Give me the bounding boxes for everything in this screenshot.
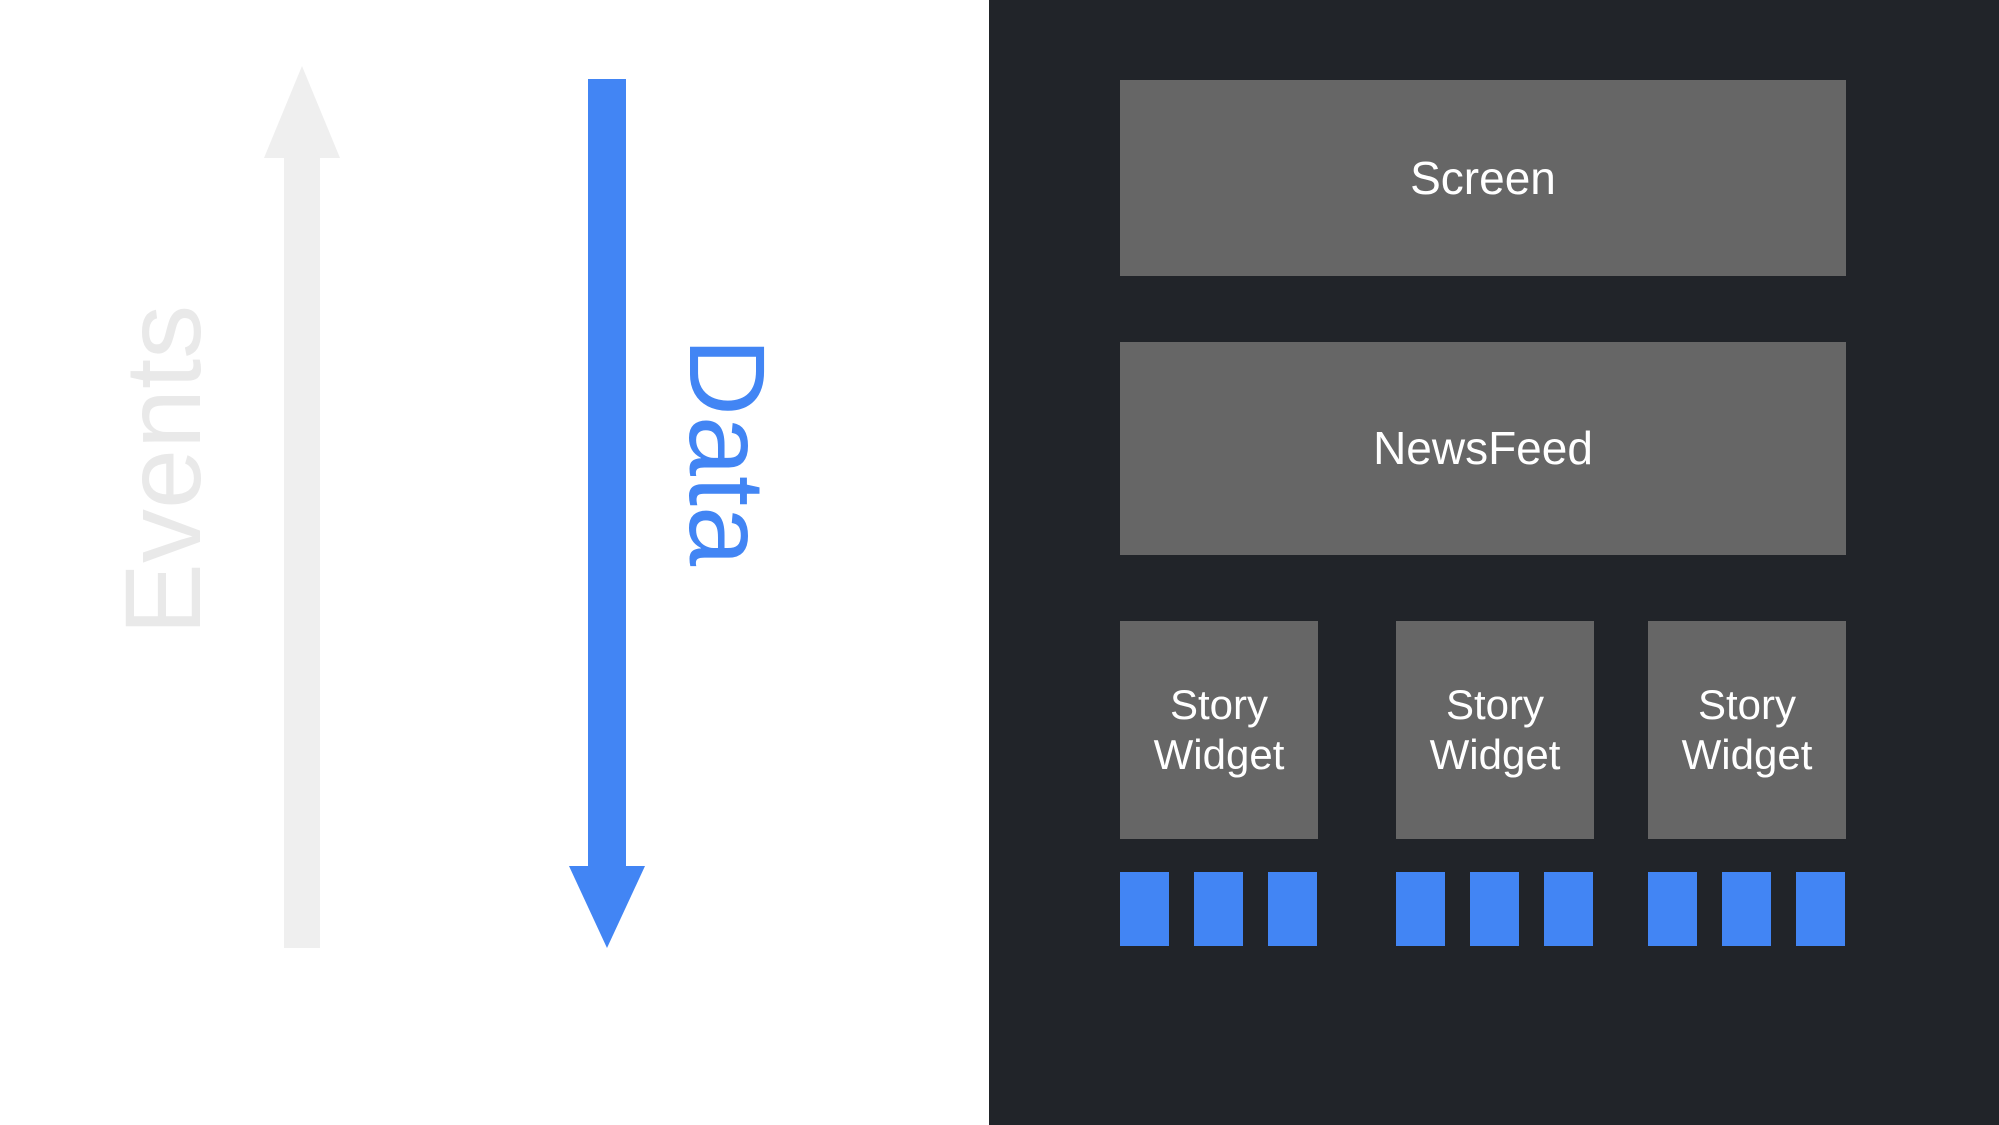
story-widget-group: Story Widget	[1648, 621, 1846, 946]
flow-arrows	[264, 66, 645, 948]
story-widget-label-line2: Widget	[1429, 731, 1561, 778]
story-widget-bars	[1120, 872, 1318, 946]
component-tree-panel: Screen NewsFeed Story Widget	[989, 0, 1999, 1125]
data-arrow-label: Data	[667, 337, 788, 567]
story-bar[interactable]	[1268, 872, 1317, 946]
events-arrow-label: Events	[102, 304, 223, 636]
story-bar[interactable]	[1194, 872, 1243, 946]
story-widget-node[interactable]: Story Widget	[1396, 621, 1594, 839]
story-widget-group: Story Widget	[1396, 621, 1594, 946]
story-bar[interactable]	[1120, 872, 1169, 946]
story-widget-node[interactable]: Story Widget	[1648, 621, 1846, 839]
newsfeed-node-label: NewsFeed	[1373, 422, 1593, 475]
story-widget-group: Story Widget	[1120, 621, 1318, 946]
story-bar[interactable]	[1470, 872, 1519, 946]
screen-node-label: Screen	[1410, 151, 1556, 204]
story-widget-label-line1: Story	[1697, 681, 1797, 729]
newsfeed-node[interactable]: NewsFeed	[1120, 342, 1846, 555]
story-bar[interactable]	[1648, 872, 1697, 946]
story-widget-node[interactable]: Story Widget	[1120, 621, 1318, 839]
story-widget-bars	[1396, 872, 1594, 946]
story-widget-label-line1: Story	[1169, 681, 1269, 729]
events-arrow-icon	[264, 66, 340, 948]
flow-direction-pane: Events Data	[0, 0, 989, 1125]
story-widget-bars	[1648, 872, 1846, 946]
screen-node[interactable]: Screen	[1120, 80, 1846, 276]
story-widget-label-line2: Widget	[1153, 731, 1285, 778]
story-widget-label-line1: Story	[1445, 681, 1545, 729]
data-arrow-icon	[569, 79, 645, 948]
story-widget-row: Story Widget Story Widget	[1120, 621, 1846, 946]
story-bar[interactable]	[1544, 872, 1593, 946]
story-bar[interactable]	[1396, 872, 1445, 946]
story-bar[interactable]	[1722, 872, 1771, 946]
story-bar[interactable]	[1796, 872, 1845, 946]
story-widget-label-line2: Widget	[1681, 731, 1813, 778]
